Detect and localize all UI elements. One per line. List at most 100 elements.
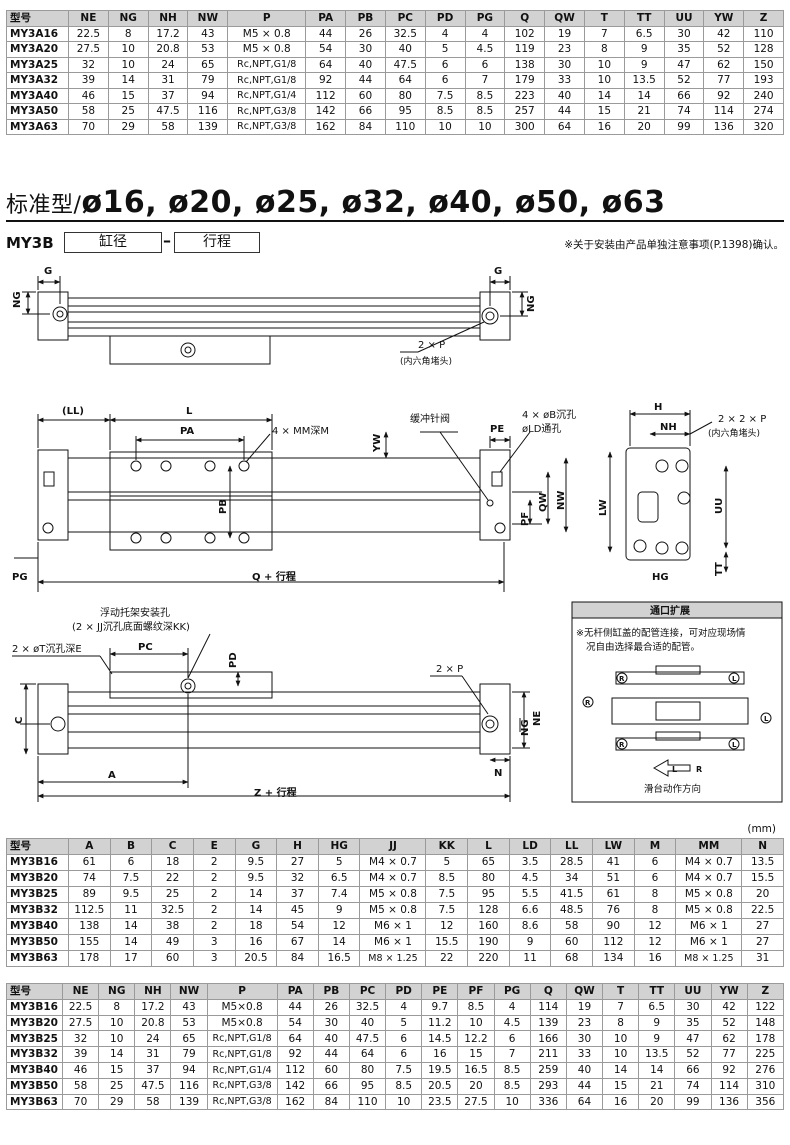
label-LL: (LL)	[62, 406, 84, 417]
table-cell: 20	[623, 118, 665, 135]
table-cell: 40	[345, 56, 386, 73]
table-cell: 22	[151, 870, 194, 887]
table-cell: 225	[746, 1046, 785, 1063]
table-cell: 25	[151, 886, 194, 903]
label-4xMM: 4 × MM深M	[272, 425, 329, 437]
port-r-bot-icon	[616, 738, 628, 750]
table-cell: 21	[638, 1077, 676, 1095]
table-cell: M5 × 0.8	[675, 902, 743, 919]
table-cell: 47.5	[147, 103, 189, 120]
table-cell: 99	[674, 1093, 712, 1111]
table-cell: 7	[464, 72, 506, 89]
table-cell: M5×0.8	[206, 1014, 278, 1032]
table-cell: 92	[276, 1046, 314, 1063]
table-cell: 10	[98, 1030, 136, 1048]
table-cell: 10	[493, 1093, 531, 1111]
table-cell: 20.8	[147, 41, 189, 58]
table-cell: 10	[107, 41, 149, 58]
label-N: N	[494, 768, 502, 779]
column-header: T	[583, 10, 625, 27]
table-cell: 44	[312, 1046, 350, 1063]
column-header: PB	[312, 983, 350, 1000]
column-header: JJ	[359, 838, 427, 855]
table-cell: 70	[68, 118, 109, 135]
label-UU: UU	[714, 498, 725, 514]
table-cell: 51	[592, 870, 635, 887]
table-cell: 14	[317, 934, 361, 951]
table-cell: 6	[424, 56, 466, 73]
table-cell: 9	[317, 902, 361, 919]
column-header: TT	[623, 10, 665, 27]
model-cell: MY3B20	[6, 1014, 63, 1032]
table-cell: Rc,NPT,G1/8	[206, 1030, 278, 1048]
table-cell: 12	[633, 934, 677, 951]
bore-code-box: 缸径	[64, 232, 162, 253]
table-cell: 116	[187, 103, 229, 120]
table-cell: 110	[348, 1093, 387, 1111]
model-cell: MY3B32	[6, 902, 69, 919]
column-header: PG	[493, 983, 531, 1000]
table-cell: 139	[187, 118, 229, 135]
table-cell: 6	[493, 1030, 531, 1048]
label-Q-stroke: Q + 行程	[252, 570, 296, 583]
mount-hole-4-icon	[238, 460, 250, 472]
table-cell: 94	[187, 87, 229, 104]
table-cell: 42	[703, 25, 745, 42]
table-cell: 14	[602, 1061, 640, 1079]
table-cell: 44	[565, 1077, 604, 1095]
front-port-left	[43, 471, 55, 487]
float-bracket-hole-icon	[180, 678, 196, 694]
table-cell: Rc,NPT,G1/4	[206, 1061, 278, 1079]
column-header: UU	[674, 983, 712, 1000]
table-cell: 136	[703, 118, 745, 135]
table-cell: 190	[467, 934, 510, 951]
table-cell: 27	[741, 918, 784, 935]
table-cell: 94	[170, 1061, 208, 1079]
model-code-row: MY3B 缸径 – 行程 ※关于安装由产品单独注意事项(P.1398)确认。	[6, 231, 784, 254]
column-header: NW	[170, 983, 208, 1000]
label-hex-plug: (内六角堵头)	[400, 355, 452, 367]
label-QW: QW	[538, 492, 549, 512]
table-cell: 37	[276, 886, 319, 903]
table-cell: 60	[151, 950, 194, 967]
table-cell: 8.5	[385, 1077, 423, 1095]
side-port-5-icon	[655, 541, 669, 555]
table-cell: 15	[583, 103, 625, 120]
unit-label: (mm)	[747, 823, 776, 835]
table-cell: 89	[68, 886, 111, 903]
table-cell: 23	[544, 41, 585, 58]
table-cell: 60	[550, 934, 594, 951]
table-cell: 9.5	[109, 886, 153, 903]
table-cell: 26	[345, 25, 386, 42]
column-header: C	[151, 838, 194, 855]
table-cell: 30	[544, 56, 585, 73]
table-cell: 92	[703, 87, 745, 104]
table-cell: 14	[234, 902, 278, 919]
table-cell: M5 × 0.8	[227, 25, 307, 42]
column-header: HG	[317, 838, 361, 855]
table-cell: 8	[98, 998, 136, 1016]
table-cell: 9	[623, 56, 665, 73]
table-cell: 7.5	[425, 902, 469, 919]
table-cell: 6.5	[623, 25, 665, 42]
side-port-2-icon	[675, 459, 689, 473]
table-cell: 6	[633, 854, 677, 871]
table-cell: 10	[602, 1046, 640, 1063]
label-LD: øLD通孔	[522, 423, 561, 435]
table-cell: 22.5	[68, 25, 109, 42]
table-cell: 5.5	[508, 886, 552, 903]
title-slash: /	[73, 193, 82, 218]
table-cell: 112.5	[68, 902, 111, 919]
table-cell: 68	[550, 950, 594, 967]
column-header: Q	[529, 983, 567, 1000]
table-cell: 114	[529, 998, 567, 1016]
table-cell: 8.5	[457, 998, 495, 1016]
table-cell: 39	[61, 1046, 100, 1063]
column-header: 型号	[6, 838, 69, 855]
table-cell: 15	[602, 1077, 640, 1095]
label-cushion-valve: 缓冲针阀	[410, 412, 450, 425]
slide-bolt-icon	[180, 342, 196, 358]
